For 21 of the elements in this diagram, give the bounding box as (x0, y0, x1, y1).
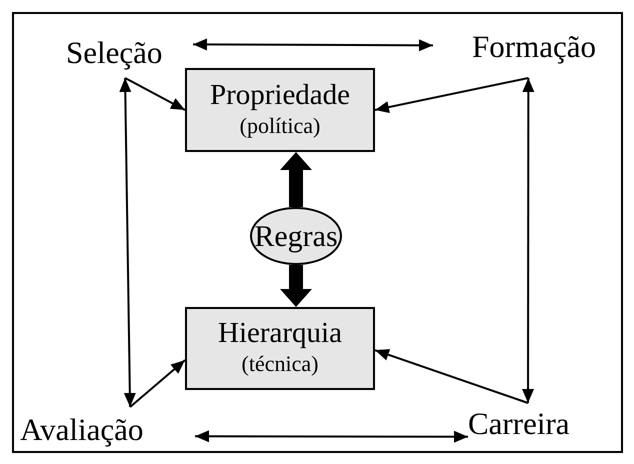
process-box (185, 307, 375, 390)
arrow (124, 77, 186, 111)
label-text: Carreira (468, 403, 588, 448)
double-arrow (119, 78, 136, 408)
label-text: Formação (433, 30, 596, 78)
box-title: Regras (254, 220, 338, 252)
double-arrow (193, 38, 433, 52)
label-text: Avaliação (20, 407, 195, 452)
box-subtitle: (técnica) (242, 350, 318, 378)
double-arrow (522, 78, 534, 403)
arrow (374, 77, 529, 114)
arrow (374, 349, 528, 404)
process-box (185, 68, 375, 152)
double-arrow (195, 430, 468, 443)
box-title: Hierarquia (218, 318, 342, 350)
thick-arrow (280, 152, 312, 207)
arrow (129, 359, 186, 408)
box-subtitle: (política) (240, 112, 320, 140)
label-text: Seleção (66, 36, 193, 78)
box-title: Propriedade (210, 80, 350, 112)
thick-arrow (280, 265, 312, 307)
